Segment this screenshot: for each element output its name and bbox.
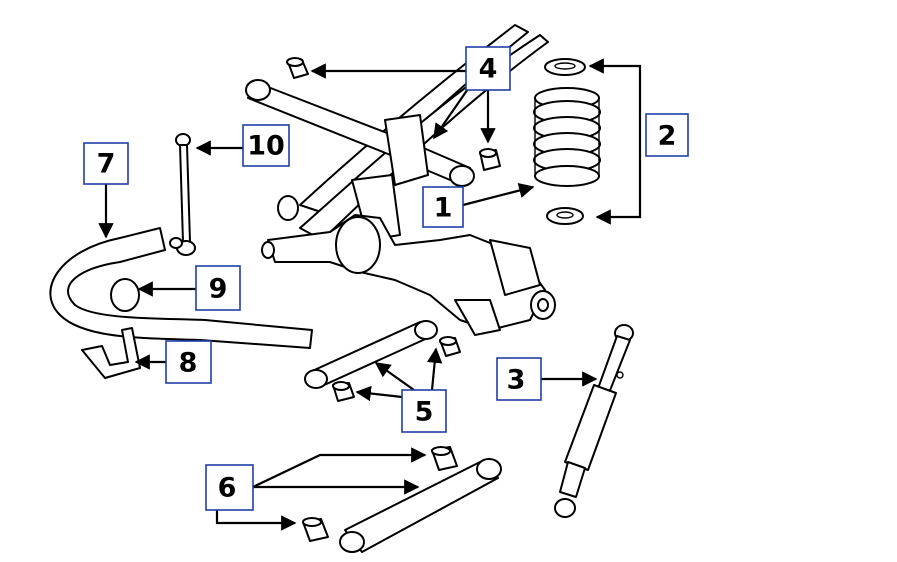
shock-absorber [554,324,634,518]
callout-2: 2 [645,113,689,157]
svg-text:6: 6 [218,473,237,504]
callout-9: 9 [195,265,241,311]
stabilizer-link [169,133,196,256]
upper-arm-bushing-bottom [479,148,501,171]
callout-8: 8 [165,340,212,384]
upper-control-arm [245,79,475,187]
svg-text:9: 9 [209,274,228,305]
callout-10: 10 [242,124,290,167]
lower-control-arm [302,446,502,553]
callout-3: 3 [496,357,542,401]
svg-text:8: 8 [179,348,198,379]
callout-1: 1 [422,186,464,228]
svg-text:10: 10 [247,131,285,162]
callout-6: 6 [205,464,254,511]
callout-5: 5 [401,389,447,433]
svg-text:2: 2 [658,121,677,152]
coil-spring [533,58,601,225]
upper-arm-bushing-top [286,57,309,79]
stabilizer-bracket [81,327,141,379]
svg-text:1: 1 [434,193,453,224]
axle-housing [261,195,556,336]
callout-4: 4 [465,46,511,91]
svg-text:5: 5 [415,397,434,428]
svg-text:7: 7 [97,149,116,180]
callout-7: 7 [83,142,129,185]
leader-lines [98,58,642,531]
lower-link-5 [304,320,461,402]
svg-text:4: 4 [479,54,498,85]
svg-text:3: 3 [507,365,526,396]
